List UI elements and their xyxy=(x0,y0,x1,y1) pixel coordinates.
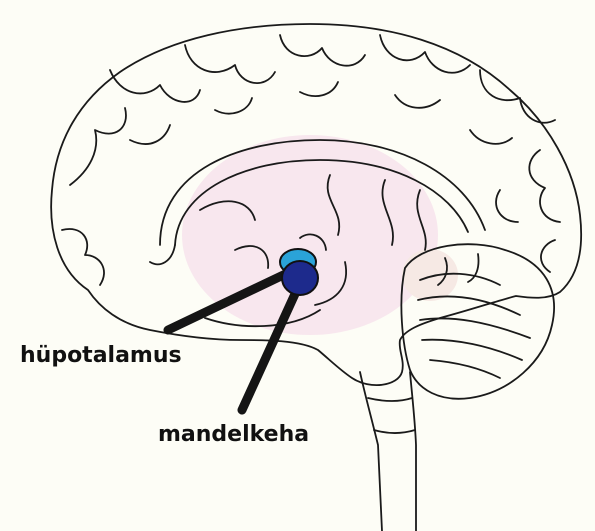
amygdala-marker xyxy=(282,261,318,295)
brainstem xyxy=(360,372,416,531)
amygdala-label: mandelkeha xyxy=(158,424,309,446)
hypothalamus-label: hüpotalamus xyxy=(20,345,182,367)
cerebellum-highlight xyxy=(402,249,458,301)
